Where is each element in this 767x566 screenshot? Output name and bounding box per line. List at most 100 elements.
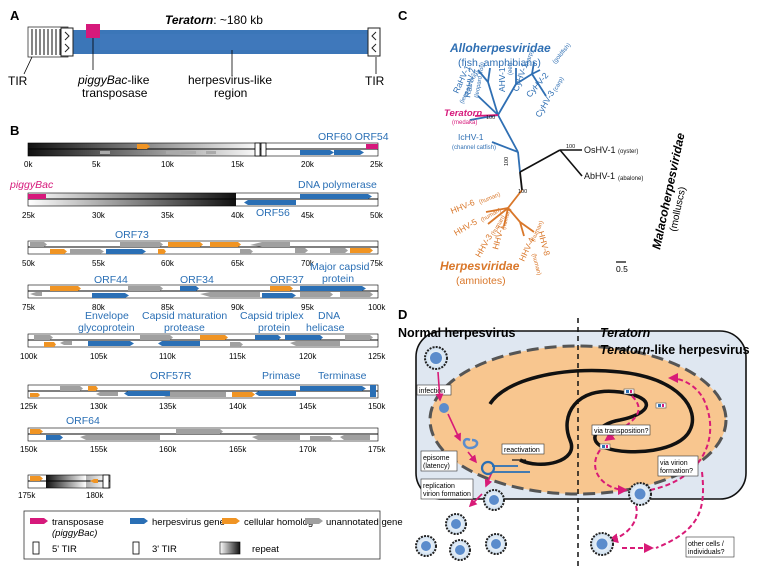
virion-teratorn-outside: [590, 532, 614, 556]
svg-text:HHV-5: HHV-5: [452, 216, 479, 237]
tir5-marker: [254, 142, 261, 157]
svg-text:50k: 50k: [370, 211, 384, 220]
svg-text:125k: 125k: [368, 352, 386, 361]
label-capsid-maturation-1: Capsid maturation: [142, 310, 227, 322]
legend-box: transposase (piggyBac) herpesvirus gene …: [23, 510, 403, 560]
svg-text:(abalone): (abalone): [618, 176, 643, 182]
scale-label: 0.5: [616, 264, 628, 274]
integrated-teratorn-marks: [599, 388, 667, 450]
d-right-title-2: Teratorn-like herpesvirus: [600, 343, 750, 357]
gene-terminase: [300, 386, 366, 391]
legend-repeat-icon: [219, 541, 241, 555]
host-chromosome: [488, 368, 695, 466]
svg-text:(human): (human): [479, 192, 502, 206]
teratorn-branch: [474, 114, 499, 117]
svg-text:20k: 20k: [301, 160, 315, 169]
panel-d-diagram: Normal herpesvirus Teratorn Teratorn-lik…: [398, 318, 750, 566]
svg-text:140k: 140k: [229, 402, 247, 411]
label-orf64: ORF64: [66, 415, 100, 427]
malaco-taxa: OsHV-1 (oyster) AbHV-1 (abalone): [584, 145, 643, 182]
axis-row-2: 25k 30k 35k 40k 45k 50k: [22, 211, 384, 220]
legend-swatch-cellular: [222, 518, 240, 524]
label-primase: Primase: [262, 370, 301, 382]
svg-text:120k: 120k: [299, 352, 317, 361]
malaco-clade-branches: [519, 149, 583, 177]
axis-row-5: 100k 105k 110k 115k 120k 125k: [20, 352, 386, 361]
transposase-label-1: piggyBac-like: [77, 73, 150, 87]
svg-text:100: 100: [566, 144, 575, 150]
svg-text:IcHV-1: IcHV-1: [458, 132, 484, 142]
legend-tir3: 3' TIR: [152, 544, 177, 555]
svg-text:(human): (human): [501, 207, 513, 230]
virions-outside: [415, 513, 507, 561]
label-orf34: ORF34: [180, 274, 214, 286]
episome-icon: [462, 437, 479, 450]
gene-piggybac-end: [366, 144, 378, 149]
label-piggybac: piggyBac: [9, 179, 54, 191]
svg-text:0k: 0k: [24, 160, 33, 169]
label-envelope-1: Envelope: [85, 310, 129, 322]
legend-unannotated: unannotated gene: [326, 517, 403, 528]
legend-swatch-herpes: [130, 518, 148, 524]
svg-text:AbHV-1: AbHV-1: [584, 171, 615, 181]
axis-row-1: 0k 5k 10k 15k 20k 25k: [24, 160, 384, 169]
svg-text:AHV-1: AHV-1: [497, 67, 507, 92]
label-capsid-maturation-2: protease: [164, 322, 205, 334]
svg-text:160k: 160k: [159, 445, 177, 454]
svg-text:100: 100: [518, 189, 527, 195]
replication-icon: [480, 459, 530, 476]
svg-text:(channel catfish): (channel catfish): [452, 145, 496, 151]
axis-row-8: 175k 180k: [18, 491, 104, 500]
virion-teratorn-inside: [628, 482, 652, 506]
svg-text:170k: 170k: [299, 445, 317, 454]
label-capsid-triplex-2: protein: [258, 322, 290, 334]
transposase-block: [86, 24, 100, 38]
label-episome-1: episome: [423, 455, 450, 462]
svg-text:HHV-6: HHV-6: [449, 197, 476, 216]
herpes-region-block: [100, 34, 378, 50]
axis-row-6: 125k 130k 135k 140k 145k 150k: [20, 402, 386, 411]
svg-text:HHV-8: HHV-8: [536, 230, 552, 257]
tir-right-repeat: [367, 27, 381, 57]
tir3-marker: [102, 474, 110, 489]
legend-transposase-2: (piggyBac): [52, 528, 97, 539]
svg-text:175k: 175k: [18, 491, 36, 500]
arrows-right: [594, 373, 712, 549]
legend-cellular: cellular homolog: [244, 517, 313, 528]
gene-envelope-glycoprotein: [88, 341, 134, 346]
svg-text:25k: 25k: [370, 160, 384, 169]
label-via-virion-2: formation?: [660, 468, 693, 475]
gene-orf54: [334, 150, 364, 155]
gene-orf56: [244, 200, 296, 205]
legend-swatch-unannotated: [305, 518, 323, 524]
tir-left-label: TIR: [8, 74, 28, 88]
gene-orf57r: [124, 391, 170, 396]
capsid-entering: [439, 403, 449, 413]
label-dna-helicase-1: DNA: [318, 310, 340, 322]
svg-text:100: 100: [504, 157, 510, 166]
svg-text:40k: 40k: [231, 211, 245, 220]
gene-orf34: [180, 286, 199, 291]
genome-row-4: ORF44 ORF34 ORF37 Major capsid protein 7…: [22, 261, 386, 312]
label-major-capsid-1: Major capsid: [310, 261, 370, 273]
gene-capsid-protease: [158, 341, 200, 346]
svg-text:(goldfish): (goldfish): [552, 43, 572, 66]
svg-text:70k: 70k: [301, 259, 315, 268]
svg-text:80k: 80k: [92, 303, 106, 312]
allo-title: Alloherpesviridae: [449, 41, 551, 55]
svg-text:100k: 100k: [20, 352, 38, 361]
gene-major-capsid: [300, 286, 366, 291]
gene-orf73: [106, 249, 146, 254]
region-label-1: herpesvirus-like: [188, 73, 272, 87]
label-replication-1: replication: [423, 483, 455, 490]
svg-text:OsHV-1: OsHV-1: [584, 145, 616, 155]
panel-label-d: D: [398, 307, 407, 322]
teratorn-title: Teratorn: ~180 kb: [165, 13, 263, 27]
svg-text:(carp): (carp): [553, 76, 566, 93]
svg-text:75k: 75k: [22, 303, 36, 312]
legend-tir3-icon: [132, 541, 140, 555]
label-other-1: other cells /: [688, 541, 724, 548]
label-dna-polymerase: DNA polymerase: [298, 179, 377, 191]
svg-text:125k: 125k: [20, 402, 38, 411]
